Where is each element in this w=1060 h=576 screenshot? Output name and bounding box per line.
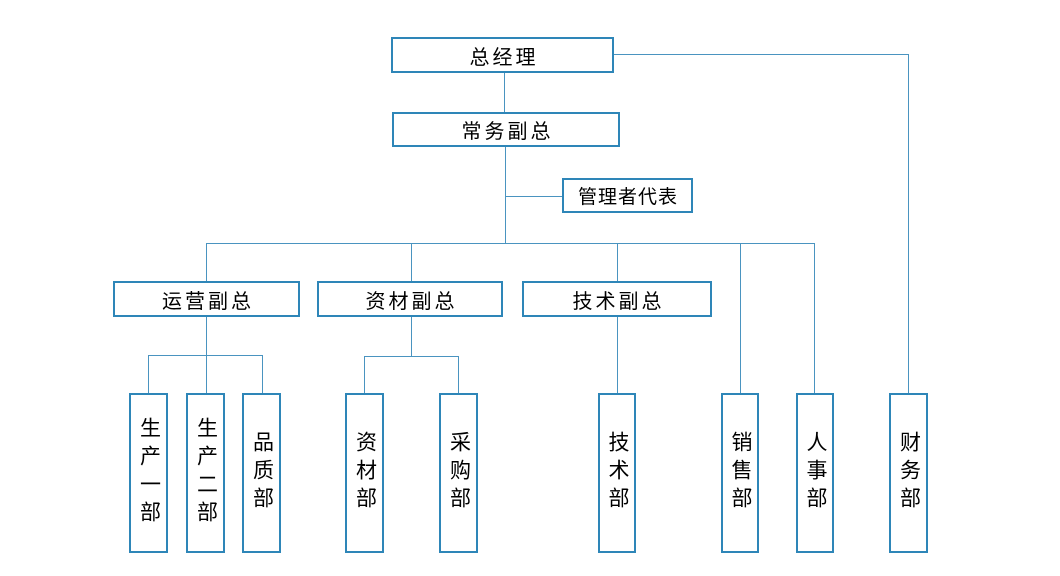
node-sales-dept-label: 销售部: [729, 431, 752, 515]
node-operations-vp-label: 运营副总: [162, 290, 254, 313]
connector-gm-evp: [504, 73, 505, 112]
node-materials-dept[interactable]: 资材部: [345, 393, 384, 553]
connector-drop-purchasing-dept: [458, 356, 459, 393]
connector-drop-materials-dept: [364, 356, 365, 393]
node-production-dept-2-label: 生产二部: [194, 417, 218, 529]
node-quality-dept-label: 品质部: [250, 431, 274, 515]
node-materials-vp[interactable]: 资材副总: [317, 281, 503, 317]
node-general-manager-label: 总经理: [469, 46, 539, 69]
connector-drop-hr-dept: [814, 243, 815, 393]
node-executive-vp[interactable]: 常务副总: [392, 112, 620, 147]
node-materials-vp-label: 资材副总: [365, 290, 458, 313]
node-purchasing-dept[interactable]: 采购部: [439, 393, 478, 553]
node-general-manager[interactable]: 总经理: [391, 37, 614, 73]
connector-gm-finance-horizontal: [614, 54, 908, 55]
node-executive-vp-label: 常务副总: [461, 121, 554, 143]
connector-gm-finance-vertical: [908, 54, 909, 393]
node-production-dept-1[interactable]: 生产一部: [129, 393, 168, 553]
connector-drop-technology-dept: [617, 317, 618, 393]
node-technology-dept-label: 技术部: [606, 431, 629, 515]
node-operations-vp[interactable]: 运营副总: [113, 281, 300, 317]
connector-evp-mgmtrep: [505, 196, 562, 197]
connector-bus: [206, 243, 814, 244]
connector-drop-quality: [262, 355, 263, 393]
connector-evp-bus: [505, 147, 506, 243]
node-technology-dept[interactable]: 技术部: [598, 393, 636, 553]
connector-drop-technology-vp: [617, 243, 618, 281]
node-technology-vp-label: 技术副总: [572, 290, 665, 313]
node-materials-dept-label: 资材部: [353, 431, 377, 515]
connector-materials-splitter: [364, 356, 458, 357]
node-management-rep-label: 管理者代表: [577, 187, 678, 208]
node-quality-dept[interactable]: 品质部: [242, 393, 281, 553]
node-technology-vp[interactable]: 技术副总: [522, 281, 712, 317]
connector-drop-production-1: [148, 355, 149, 393]
node-purchasing-dept-label: 采购部: [447, 431, 471, 515]
node-production-dept-2[interactable]: 生产二部: [186, 393, 225, 553]
node-finance-dept-label: 财务部: [897, 431, 921, 515]
connector-operations-splitter: [148, 355, 262, 356]
node-sales-dept[interactable]: 销售部: [721, 393, 759, 553]
connector-drop-sales-dept: [740, 243, 741, 393]
node-hr-dept[interactable]: 人事部: [796, 393, 834, 553]
node-finance-dept[interactable]: 财务部: [889, 393, 928, 553]
connector-materials-stem: [411, 317, 412, 356]
node-production-dept-1-label: 生产一部: [137, 417, 161, 529]
node-hr-dept-label: 人事部: [804, 431, 827, 515]
node-management-rep[interactable]: 管理者代表: [562, 178, 693, 213]
connector-drop-operations-vp: [206, 243, 207, 281]
connector-drop-materials-vp: [411, 243, 412, 281]
